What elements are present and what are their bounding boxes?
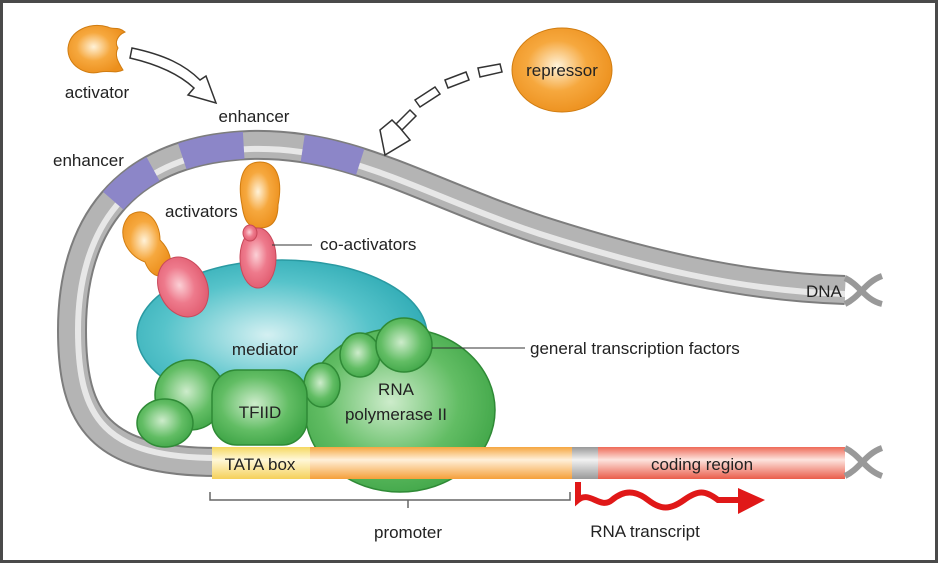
rna-transcript-arrow xyxy=(575,482,765,514)
activators-label: activators xyxy=(165,202,238,221)
enhancer-left-label: enhancer xyxy=(53,151,124,170)
repressor-dashed-arrow-icon xyxy=(379,63,503,157)
activator-free xyxy=(67,25,126,74)
dna-label: DNA xyxy=(806,282,843,301)
gene-bar xyxy=(212,445,884,479)
activator-label: activator xyxy=(65,83,130,102)
repressor xyxy=(511,27,613,113)
co-activator-left xyxy=(157,256,209,318)
coding-region xyxy=(598,447,845,479)
activator-top xyxy=(239,161,281,289)
promoter-region xyxy=(310,447,572,479)
tfiid-label: TFIID xyxy=(239,403,282,422)
gtf-label: general transcription factors xyxy=(530,339,740,358)
dna-strand xyxy=(56,129,884,477)
tfiid xyxy=(211,369,308,446)
repressor-label: repressor xyxy=(526,61,598,80)
coding-region-label: coding region xyxy=(651,455,753,474)
tata-box xyxy=(212,447,310,479)
rna-polymerase-label-2: polymerase II xyxy=(345,405,447,424)
activator-arrow-icon xyxy=(129,47,218,105)
promoter-label: promoter xyxy=(374,523,442,542)
co-activator-top xyxy=(239,227,277,289)
rna-polymerase-label-1: RNA xyxy=(378,380,415,399)
dna-twist-icon-bottom xyxy=(843,445,884,479)
promoter-bracket xyxy=(209,492,571,508)
tata-box-label: TATA box xyxy=(225,455,296,474)
activator-left xyxy=(122,211,209,318)
co-activators-label: co-activators xyxy=(320,235,416,254)
mediator-label: mediator xyxy=(232,340,298,359)
enhancer-top-label: enhancer xyxy=(219,107,290,126)
rna-transcript-label: RNA transcript xyxy=(590,522,700,541)
dna-twist-icon xyxy=(843,273,884,307)
